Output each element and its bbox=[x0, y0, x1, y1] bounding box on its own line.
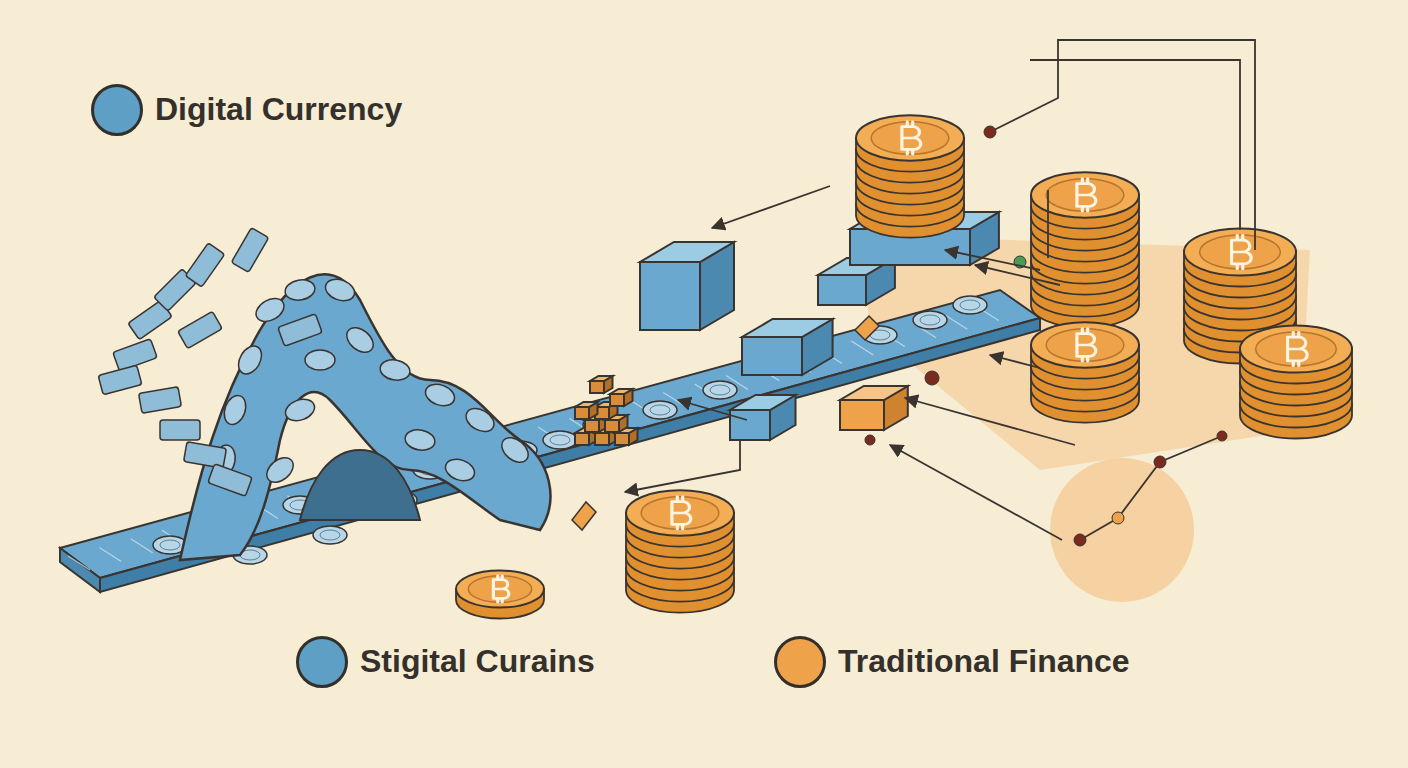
blue-blocks bbox=[640, 212, 999, 440]
orange-halo bbox=[1050, 458, 1194, 602]
currency-wave bbox=[98, 228, 550, 560]
orange-pointer bbox=[855, 316, 879, 340]
orange-cube-pile bbox=[575, 376, 638, 445]
legend-swatch bbox=[296, 636, 348, 688]
legend-item: Traditional Finance bbox=[774, 636, 1130, 688]
legend-swatch bbox=[774, 636, 826, 688]
bitcoin-stack bbox=[1031, 172, 1139, 327]
legend-label: Traditional Finance bbox=[838, 644, 1130, 679]
orange-pointer bbox=[572, 502, 596, 530]
legend-label: Stigital Curains bbox=[360, 644, 595, 679]
bitcoin-stack bbox=[856, 115, 964, 237]
connector-lines bbox=[625, 40, 1255, 546]
bitcoin-stack bbox=[1031, 322, 1139, 422]
bitcoin-stack bbox=[1240, 325, 1352, 438]
legend-swatch bbox=[91, 84, 143, 136]
legend-item: Stigital Curains bbox=[296, 636, 595, 688]
bitcoin-stack bbox=[626, 490, 734, 612]
bitcoin-stack bbox=[456, 571, 544, 619]
legend-item: Digital Currency bbox=[91, 84, 402, 136]
legend-label: Digital Currency bbox=[155, 92, 402, 127]
